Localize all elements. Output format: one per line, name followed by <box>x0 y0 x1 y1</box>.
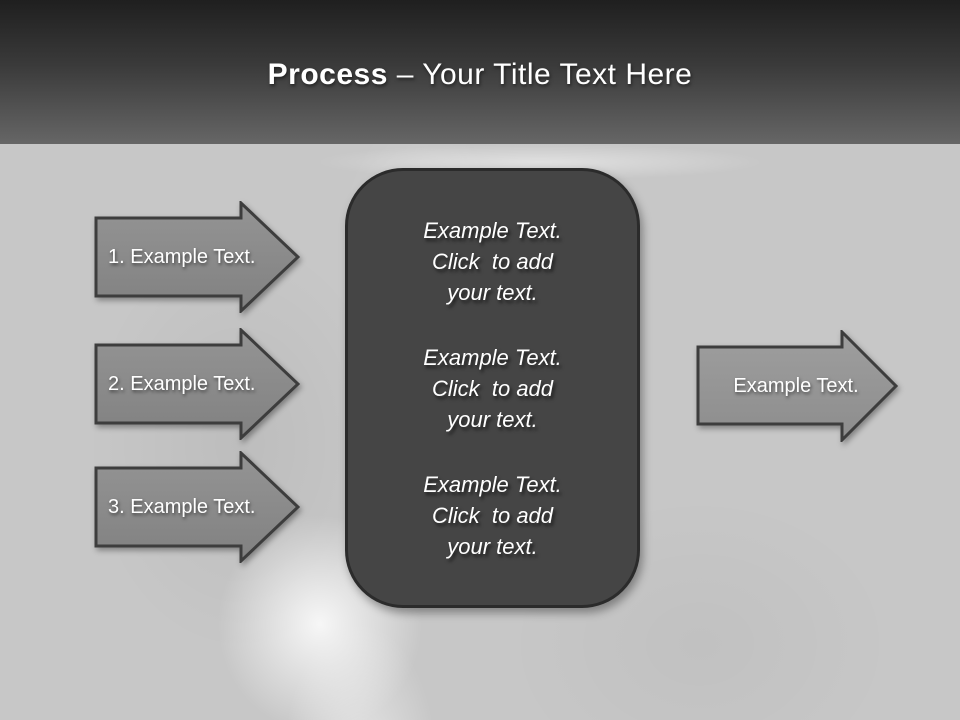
page-title[interactable]: Process – Your Title Text Here <box>268 52 693 92</box>
text-placeholder-1[interactable]: Example Text. Click to add your text. <box>423 218 562 305</box>
process-arrow-2-label: 2. Example Text. <box>108 372 256 395</box>
process-arrow-3[interactable]: 3. Example Text. <box>94 451 300 563</box>
process-arrow-1-label: 1. Example Text. <box>108 245 256 268</box>
process-arrow-3-label: 3. Example Text. <box>108 495 256 518</box>
right-arrow-shape-icon <box>94 328 300 440</box>
right-arrow-shape-icon <box>696 330 898 442</box>
page-title-rest: – Your Title Text Here <box>387 58 693 91</box>
text-placeholder-3[interactable]: Example Text. Click to add your text. <box>423 472 562 559</box>
process-arrow-2[interactable]: 2. Example Text. <box>94 328 300 440</box>
center-text-box[interactable]: Example Text. Click to add your text. Ex… <box>345 168 640 608</box>
right-arrow-shape-icon <box>94 201 300 313</box>
process-arrow-1[interactable]: 1. Example Text. <box>94 201 300 313</box>
output-arrow-label: Example Text. <box>733 374 859 397</box>
title-bar: Process – Your Title Text Here <box>0 0 960 144</box>
page-title-bold: Process <box>267 58 388 91</box>
right-arrow-shape-icon <box>94 451 300 563</box>
text-placeholder-2[interactable]: Example Text. Click to add your text. <box>423 345 562 432</box>
output-arrow[interactable]: Example Text. <box>696 330 898 442</box>
